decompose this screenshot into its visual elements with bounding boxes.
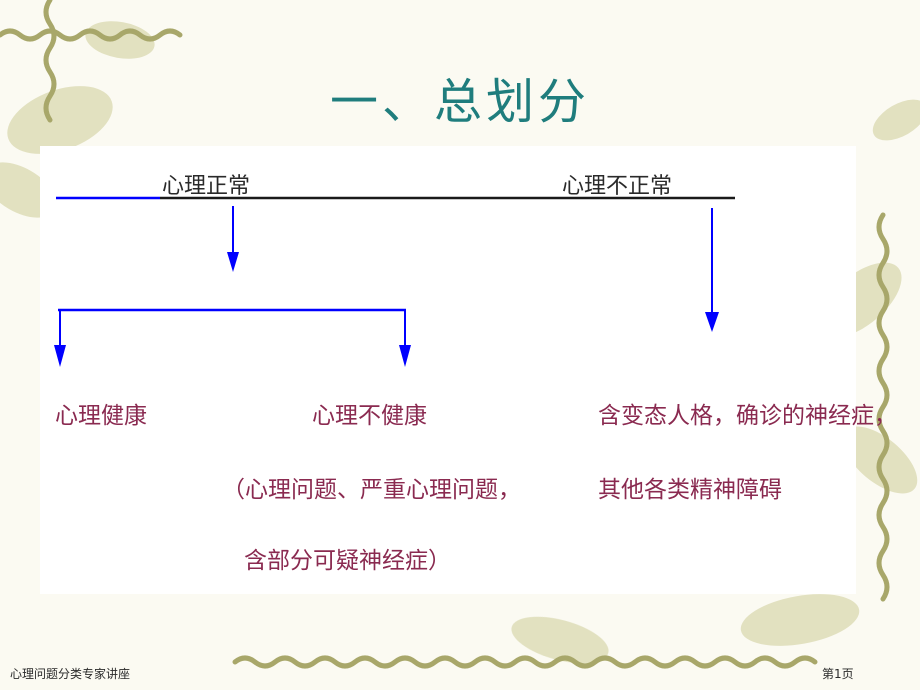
page-number: 第1页	[822, 667, 854, 681]
branch-right-head	[399, 345, 411, 367]
diagram-panel	[40, 146, 856, 594]
note-abnormal-line2: 其他各类精神障碍	[598, 477, 782, 503]
note-mental-unhealthy-line2: 含部分可疑神经症）	[244, 548, 451, 574]
note-mental-unhealthy-line1: （心理问题、严重心理问题，	[222, 477, 521, 503]
arrow-abnormal-head	[705, 312, 719, 332]
footer-title: 心理问题分类专家讲座	[10, 667, 131, 681]
note-abnormal-line1: 含变态人格，确诊的神经症，	[598, 403, 897, 429]
branch-left-head	[54, 345, 66, 367]
arrow-normal-head	[227, 252, 239, 272]
label-psychologically-abnormal: 心理不正常	[562, 174, 673, 199]
label-psychologically-normal: 心理正常	[162, 174, 251, 199]
slide-title: 一、总划分	[329, 74, 590, 130]
label-mental-unhealthy: 心理不健康	[312, 403, 427, 429]
label-mental-health: 心理健康	[55, 403, 147, 429]
